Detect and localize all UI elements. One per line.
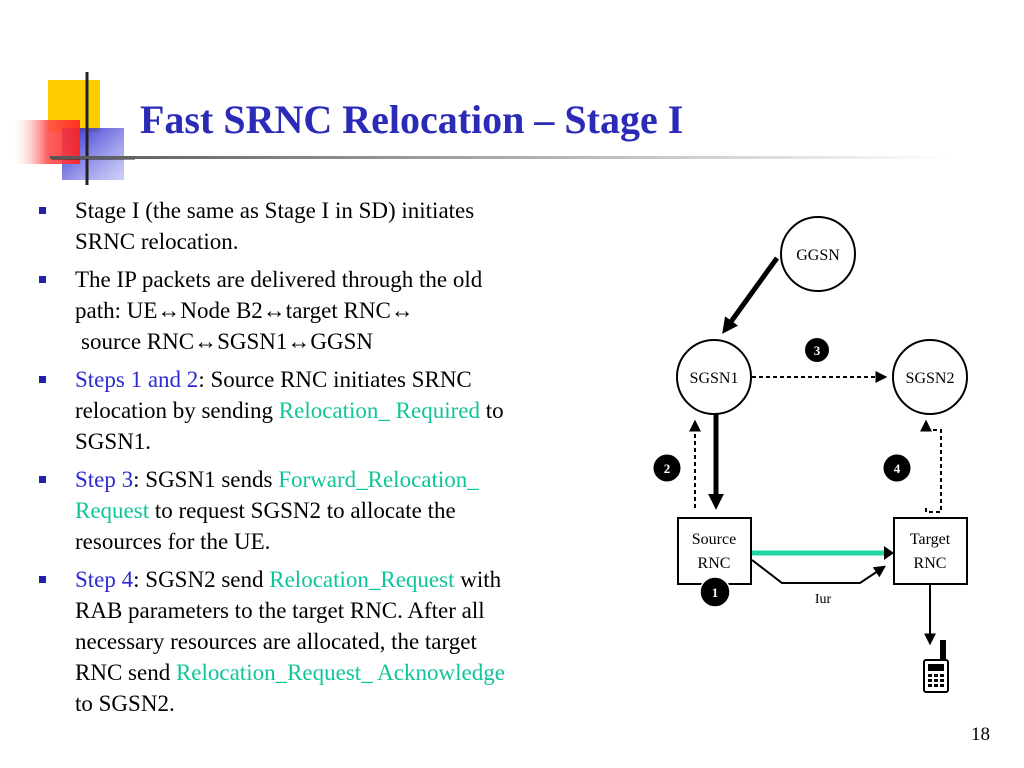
sgsn2-node: SGSN2 [892,339,968,415]
bullet-stage-one: Stage I (the same as Stage I in SD) init… [38,195,618,257]
slide-number: 18 [971,724,990,745]
slide-title: Fast SRNC Relocation – Stage I [140,97,684,142]
bullet-list: Stage I (the same as Stage I in SD) init… [38,195,618,726]
bullet-text: : SGSN2 send [133,567,270,592]
iur-label: Iur [815,592,832,607]
step-badge-4: 4 [882,453,912,483]
message-name: Relocation_Request [269,567,455,592]
message-name: Relocation_Request_ Acknowledge [175,660,505,685]
bullet-text: to request SGSN2 to allocate the [149,498,456,523]
step-label: Step 4 [75,567,134,592]
message-name: Request [75,498,150,523]
step-badge-label: 2 [664,461,671,476]
step-badge-3: 3 [805,338,829,362]
bullet-step-3: Step 3: SGSN1 sends Forward_Relocation_ … [38,464,618,557]
ggsn-label: GGSN [796,247,840,264]
message-name: Forward_Relocation_ [278,467,479,492]
bullet-text: with [454,567,502,592]
bullet-text: source RNC↔SGSN1↔GGSN [81,329,373,354]
bullet-text: SRNC relocation. [75,229,239,254]
sgsn2-label: SGSN2 [906,370,955,387]
mobile-phone-icon [923,640,949,693]
iur-link [751,559,886,584]
step4-loop-arrow [920,419,942,513]
bullet-step-4: Step 4: SGSN2 send Relocation_Request wi… [38,564,618,719]
title-decoration [14,72,135,185]
target-rnc-label-line2: RNC [914,555,947,572]
bullet-square-icon [39,376,46,383]
step-badge-2: 2 [652,453,682,483]
bullet-text: RNC send [75,660,176,685]
target-rnc-label-line1: Target [910,531,951,548]
bullet-steps-1-2: Steps 1 and 2: Source RNC initiates SRNC… [38,364,618,457]
relocation-diagram: Iur GGSN SGSN1 SGSN2 Source RNC Target R… [652,216,968,693]
bullet-text: necessary resources are allocated, the t… [75,629,477,654]
bullet-text: The IP packets are delivered through the… [75,267,483,292]
title-underline [50,156,950,159]
bullet-text: resources for the UE. [75,529,271,554]
message-name: Relocation_ Required [278,398,480,423]
step-label: Steps 1 and 2 [75,367,199,392]
sgsn1-node: SGSN1 [676,339,752,415]
relocation-signal-head [884,546,894,560]
ggsn-to-sgsn1-arrow [722,256,780,334]
bullet-text: Stage I (the same as Stage I in SD) init… [75,198,475,223]
step-badge-label: 3 [814,343,821,358]
bullet-text: SGSN1. [75,429,152,454]
step-badge-label: 4 [894,461,901,476]
bullet-text: to [479,398,504,423]
step-label: Step 3 [75,467,134,492]
bullet-text: : Source RNC initiates SRNC [198,367,472,392]
source-rnc-label-line2: RNC [698,555,731,572]
bullet-text: to SGSN2. [75,691,175,716]
target-rnc-node: Target RNC [893,517,968,585]
bullet-text: : SGSN1 sends [133,467,279,492]
bullet-square-icon [39,476,46,483]
bullet-square-icon [39,276,46,283]
bullet-square-icon [39,576,46,583]
bullet-text: relocation by sending [75,398,279,423]
source-rnc-label-line1: Source [692,531,736,548]
step-badge-label: 1 [712,585,719,600]
source-rnc-node: Source RNC [677,517,752,585]
bullet-text: path: UE↔Node B2↔target RNC↔ [75,298,414,323]
bullet-square-icon [39,207,46,214]
step-badge-1: 1 [699,576,731,608]
sgsn1-label: SGSN1 [690,370,739,387]
ggsn-node: GGSN [780,216,856,292]
bullet-ip-path: The IP packets are delivered through the… [38,264,618,357]
bullet-text: RAB parameters to the target RNC. After … [75,598,485,623]
